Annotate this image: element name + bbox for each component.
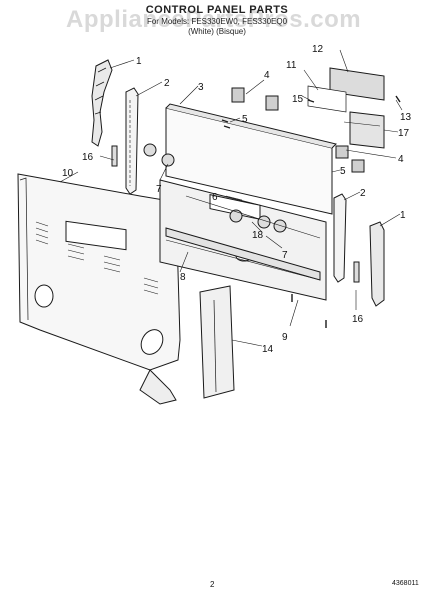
- callout-11: 11: [286, 60, 297, 71]
- callout-1: 1: [136, 56, 142, 67]
- callout-14: 14: [262, 344, 274, 355]
- part-switches-top: [231, 87, 279, 111]
- page-number: 2: [210, 580, 215, 589]
- part-screws-bottom: [291, 294, 327, 328]
- callout-4: 4: [264, 70, 270, 81]
- callout-17: 17: [398, 128, 410, 139]
- callout-2: 2: [164, 78, 170, 89]
- callout-5-right: 5: [340, 166, 346, 177]
- callout-labels: 1 2 3 4 5 6 7 8 9 10 11 12 13 14 15 16 1…: [62, 44, 412, 355]
- diagram-header: CONTROL PANEL PARTS For Models: FES330EW…: [0, 4, 434, 37]
- part-screws-top: [221, 119, 231, 129]
- callout-1-right: 1: [400, 210, 406, 221]
- part-screws-right: [307, 95, 401, 103]
- callout-7-right: 7: [282, 250, 288, 261]
- callout-8: 8: [180, 272, 186, 283]
- callout-15: 15: [292, 94, 304, 105]
- callout-2-right: 2: [360, 188, 366, 199]
- model-list: For Models: FES330EW0, FES330EQ0: [146, 17, 288, 26]
- callout-6: 6: [212, 192, 218, 203]
- part-switches-right: [335, 145, 365, 173]
- part-manifold-panel: [17, 173, 181, 405]
- callout-12: 12: [312, 44, 324, 55]
- part-clip-left: [111, 145, 118, 167]
- part-back-support: [199, 285, 235, 399]
- callout-4-right: 4: [398, 154, 404, 165]
- callout-10: 10: [62, 168, 74, 179]
- callout-7: 7: [156, 184, 162, 195]
- callout-16: 16: [82, 152, 94, 163]
- part-clip-right: [353, 261, 360, 283]
- part-electronic-control: [307, 67, 385, 149]
- callout-18: 18: [252, 230, 264, 241]
- diagram-title: CONTROL PANEL PARTS: [145, 4, 289, 16]
- color-list: (White) (Bisque): [188, 27, 246, 36]
- document-number: 4368011: [392, 580, 419, 587]
- part-end-bracket-right: [333, 193, 347, 283]
- part-end-cap-left: [91, 59, 113, 147]
- part-trim-strip: [165, 227, 321, 281]
- callout-13: 13: [400, 112, 412, 123]
- part-end-bracket-left: [125, 87, 139, 195]
- callout-5: 5: [242, 114, 248, 125]
- callout-16-right: 16: [352, 314, 364, 325]
- callout-3: 3: [198, 82, 204, 93]
- leader-lines: [59, 49, 403, 347]
- part-end-cap-right: [369, 221, 385, 307]
- callout-9: 9: [282, 332, 288, 343]
